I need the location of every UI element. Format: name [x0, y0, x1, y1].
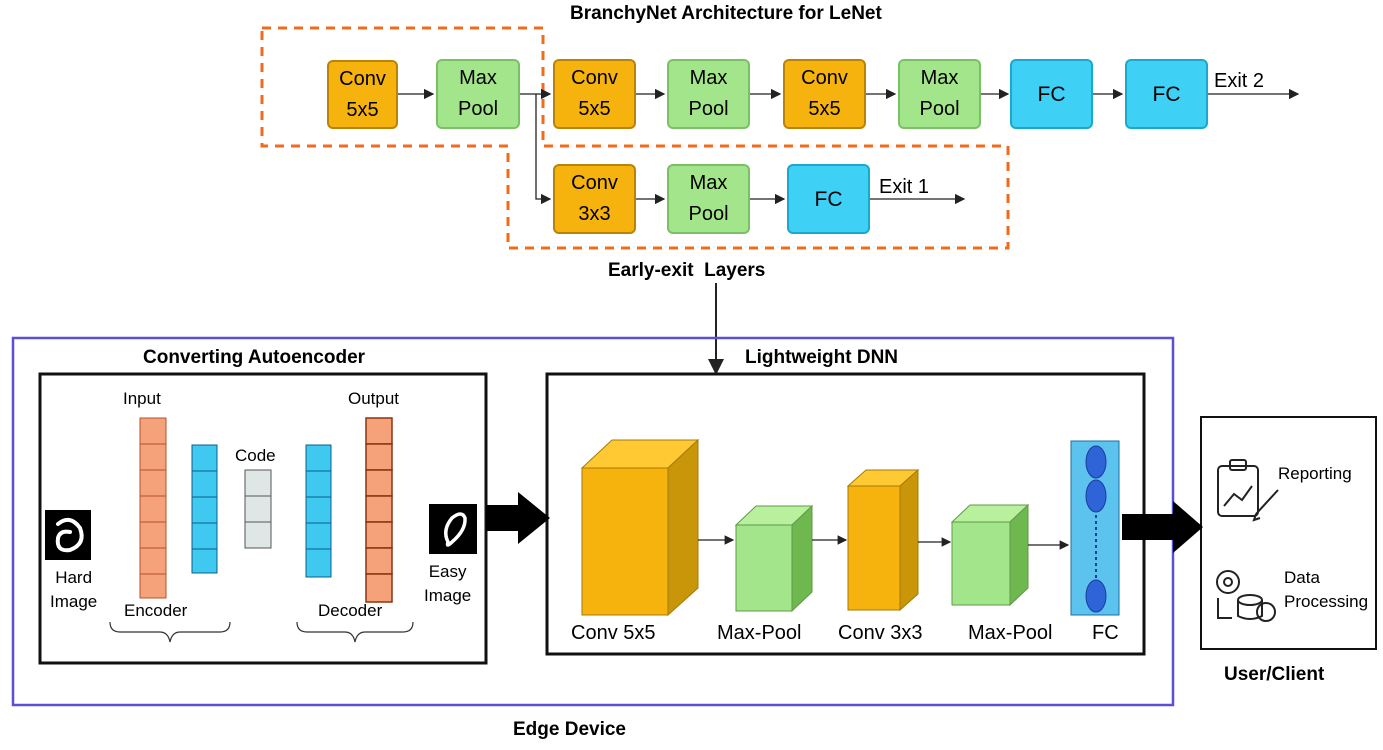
- dnn-conv3x3-cuboid: [846, 468, 920, 612]
- encoder-brace: [109, 621, 231, 643]
- branchynet-title: BranchyNet Architecture for LeNet: [570, 3, 882, 24]
- main-conv5x5-1: Conv 5x5: [327, 60, 398, 129]
- decoder-label: Decoder: [318, 601, 383, 620]
- reporting-icon: [1217, 459, 1279, 522]
- branch-fc: FC: [787, 164, 870, 234]
- hard-image-thumbnail: [45, 510, 91, 560]
- decoder-brace: [296, 621, 414, 643]
- dnn-maxpool2-cuboid: [950, 503, 1030, 607]
- branch-maxpool: Max Pool: [667, 164, 750, 234]
- main-maxpool-3: Max Pool: [898, 59, 981, 129]
- branch-conv3x3: Conv 3x3: [553, 164, 636, 234]
- main-conv5x5-2: Conv 5x5: [553, 59, 636, 129]
- exit-2-label: Exit 2: [1214, 70, 1265, 92]
- early-exit-dashed-outline: [260, 26, 1010, 250]
- dnn-conv5x5-cuboid: [580, 438, 700, 617]
- client-label: User/Client: [1224, 664, 1325, 685]
- input-layer-cells: [139, 417, 167, 599]
- output-layer-cells: [365, 417, 393, 603]
- main-conv5x5-3: Conv 5x5: [783, 59, 866, 129]
- exit-1-label: Exit 1: [879, 176, 930, 198]
- input-label: Input: [123, 389, 161, 408]
- dnn-layer-fc-label: FC: [1092, 622, 1119, 644]
- client-box: [1200, 416, 1377, 650]
- dnn-layer-conv3x3-label: Conv 3x3: [838, 622, 923, 644]
- output-label: Output: [348, 389, 400, 408]
- main-maxpool-1: Max Pool: [436, 59, 520, 129]
- hard-image-label: Hard Image: [50, 568, 98, 611]
- dnn-layer-maxpool1-label: Max-Pool: [717, 622, 802, 644]
- arrow-to-dnn: [486, 492, 550, 544]
- data-processing-label: Data Processing: [1284, 568, 1369, 611]
- arrow-to-client: [1122, 501, 1203, 553]
- main-fc-1: FC: [1010, 59, 1093, 129]
- decoder-hidden-cells: [305, 444, 332, 578]
- easy-image-label: Easy Image: [424, 562, 472, 605]
- dnn-title: Lightweight DNN: [745, 347, 899, 368]
- main-maxpool-2: Max Pool: [667, 59, 750, 129]
- code-cells: [244, 469, 272, 549]
- main-fc-2: FC: [1125, 59, 1208, 129]
- code-label: Code: [235, 446, 276, 465]
- data-processing-icon: [1216, 570, 1276, 622]
- dnn-layer-conv5x5-label: Conv 5x5: [571, 622, 656, 644]
- early-exit-label: Early-exit Layers: [608, 260, 766, 281]
- reporting-label: Reporting: [1278, 464, 1352, 483]
- autoencoder-title: Converting Autoencoder: [143, 347, 366, 368]
- encoder-hidden-cells: [191, 444, 218, 574]
- dnn-layer-maxpool2-label: Max-Pool: [968, 622, 1053, 644]
- easy-image-thumbnail: [429, 504, 477, 554]
- dnn-maxpool1-cuboid: [734, 504, 814, 613]
- encoder-label: Encoder: [124, 601, 188, 620]
- edge-device-label: Edge Device: [513, 719, 626, 740]
- dnn-fc-column: [1070, 440, 1120, 616]
